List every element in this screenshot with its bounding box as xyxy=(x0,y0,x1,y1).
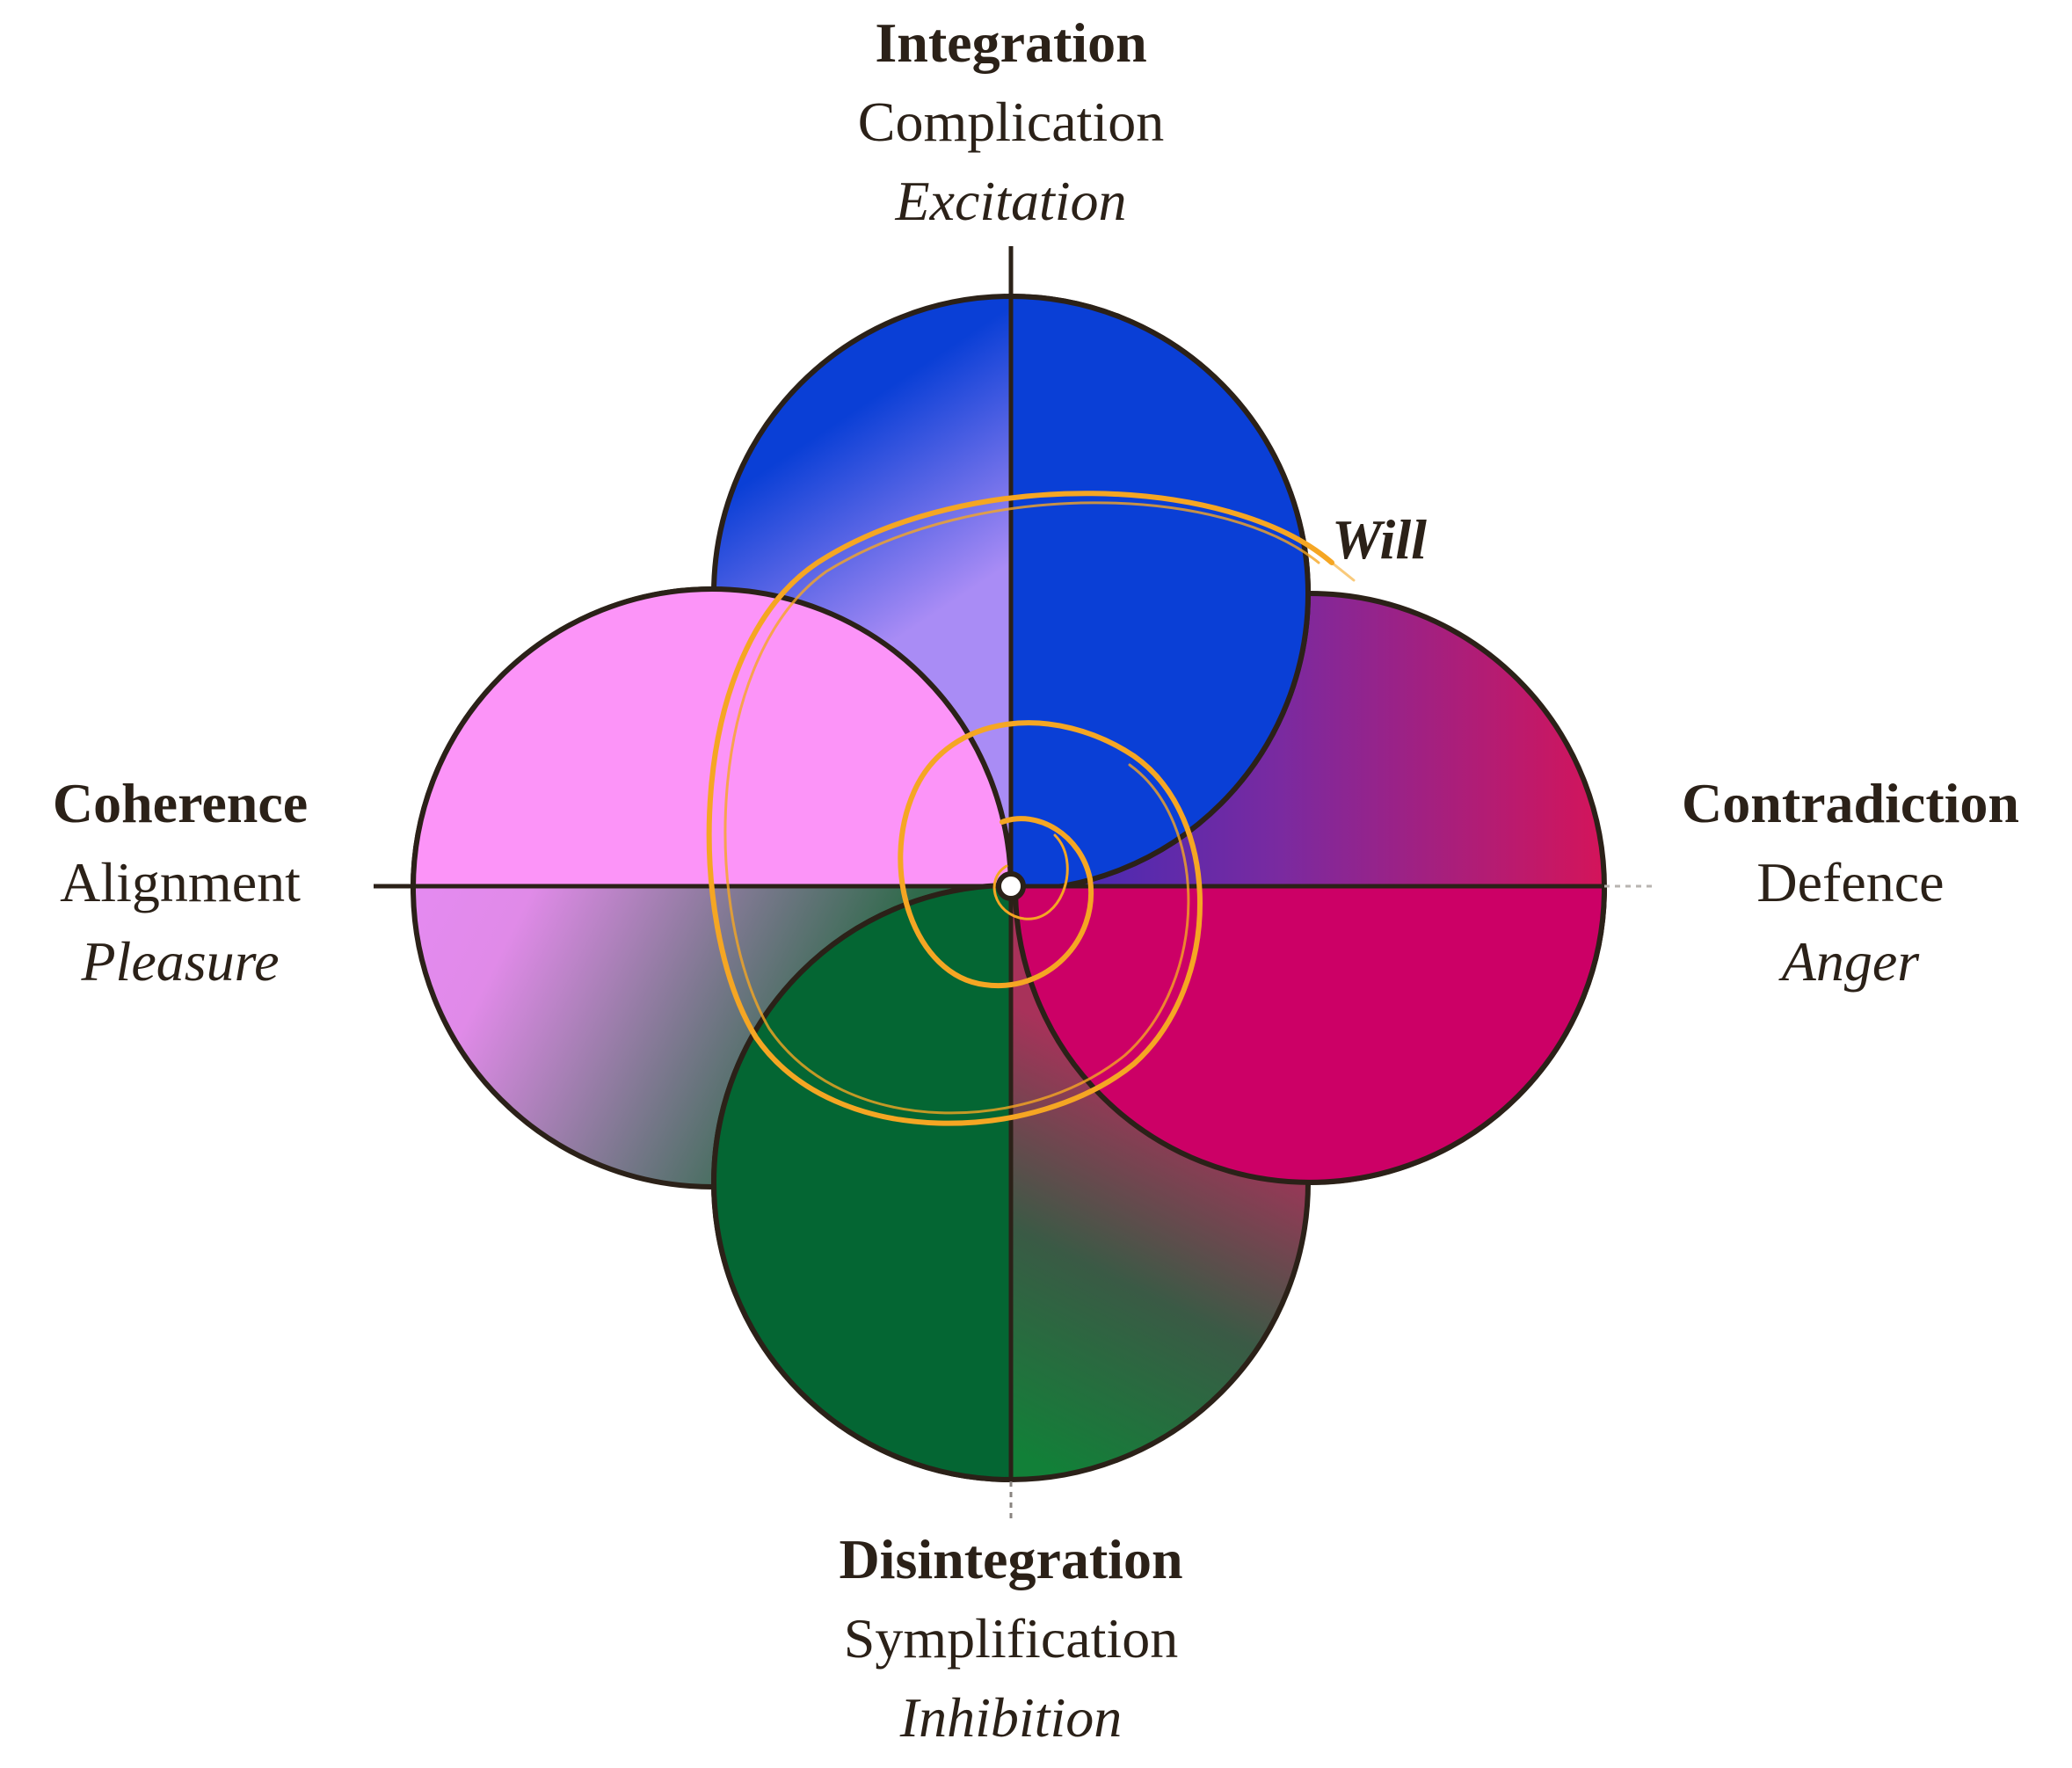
label-top: Integration Complication Excitation xyxy=(858,11,1164,232)
bottom-circle-left-overlay xyxy=(711,883,1012,1482)
label-bottom: Disintegration Symplification Inhibition xyxy=(839,1528,1182,1749)
label-left: Coherence Alignment Pleasure xyxy=(53,772,308,993)
axes xyxy=(374,246,1653,1521)
label-right-bold: Contradiction xyxy=(1682,772,2019,834)
label-top-bold: Integration xyxy=(875,11,1146,74)
spiral-icon xyxy=(706,491,1356,1126)
label-right: Contradiction Defence Anger xyxy=(1682,772,2019,993)
label-left-italic: Pleasure xyxy=(80,930,279,993)
label-will: Will xyxy=(1332,508,1427,571)
label-bottom-bold: Disintegration xyxy=(839,1528,1182,1590)
label-right-italic: Anger xyxy=(1778,930,1921,993)
label-bottom-italic: Inhibition xyxy=(899,1686,1122,1749)
center-point-icon xyxy=(996,871,1026,901)
left-circle-upper-overlay xyxy=(411,586,1014,889)
label-top-italic: Excitation xyxy=(894,170,1126,232)
label-bottom-regular: Symplification xyxy=(844,1607,1178,1670)
label-left-bold: Coherence xyxy=(53,772,308,834)
top-circle-right-overlay xyxy=(1010,294,1311,893)
right-circle-lower-overlay xyxy=(1013,887,1607,1185)
label-left-regular: Alignment xyxy=(60,851,301,913)
label-top-regular: Complication xyxy=(858,91,1164,153)
label-right-regular: Defence xyxy=(1756,851,1944,913)
